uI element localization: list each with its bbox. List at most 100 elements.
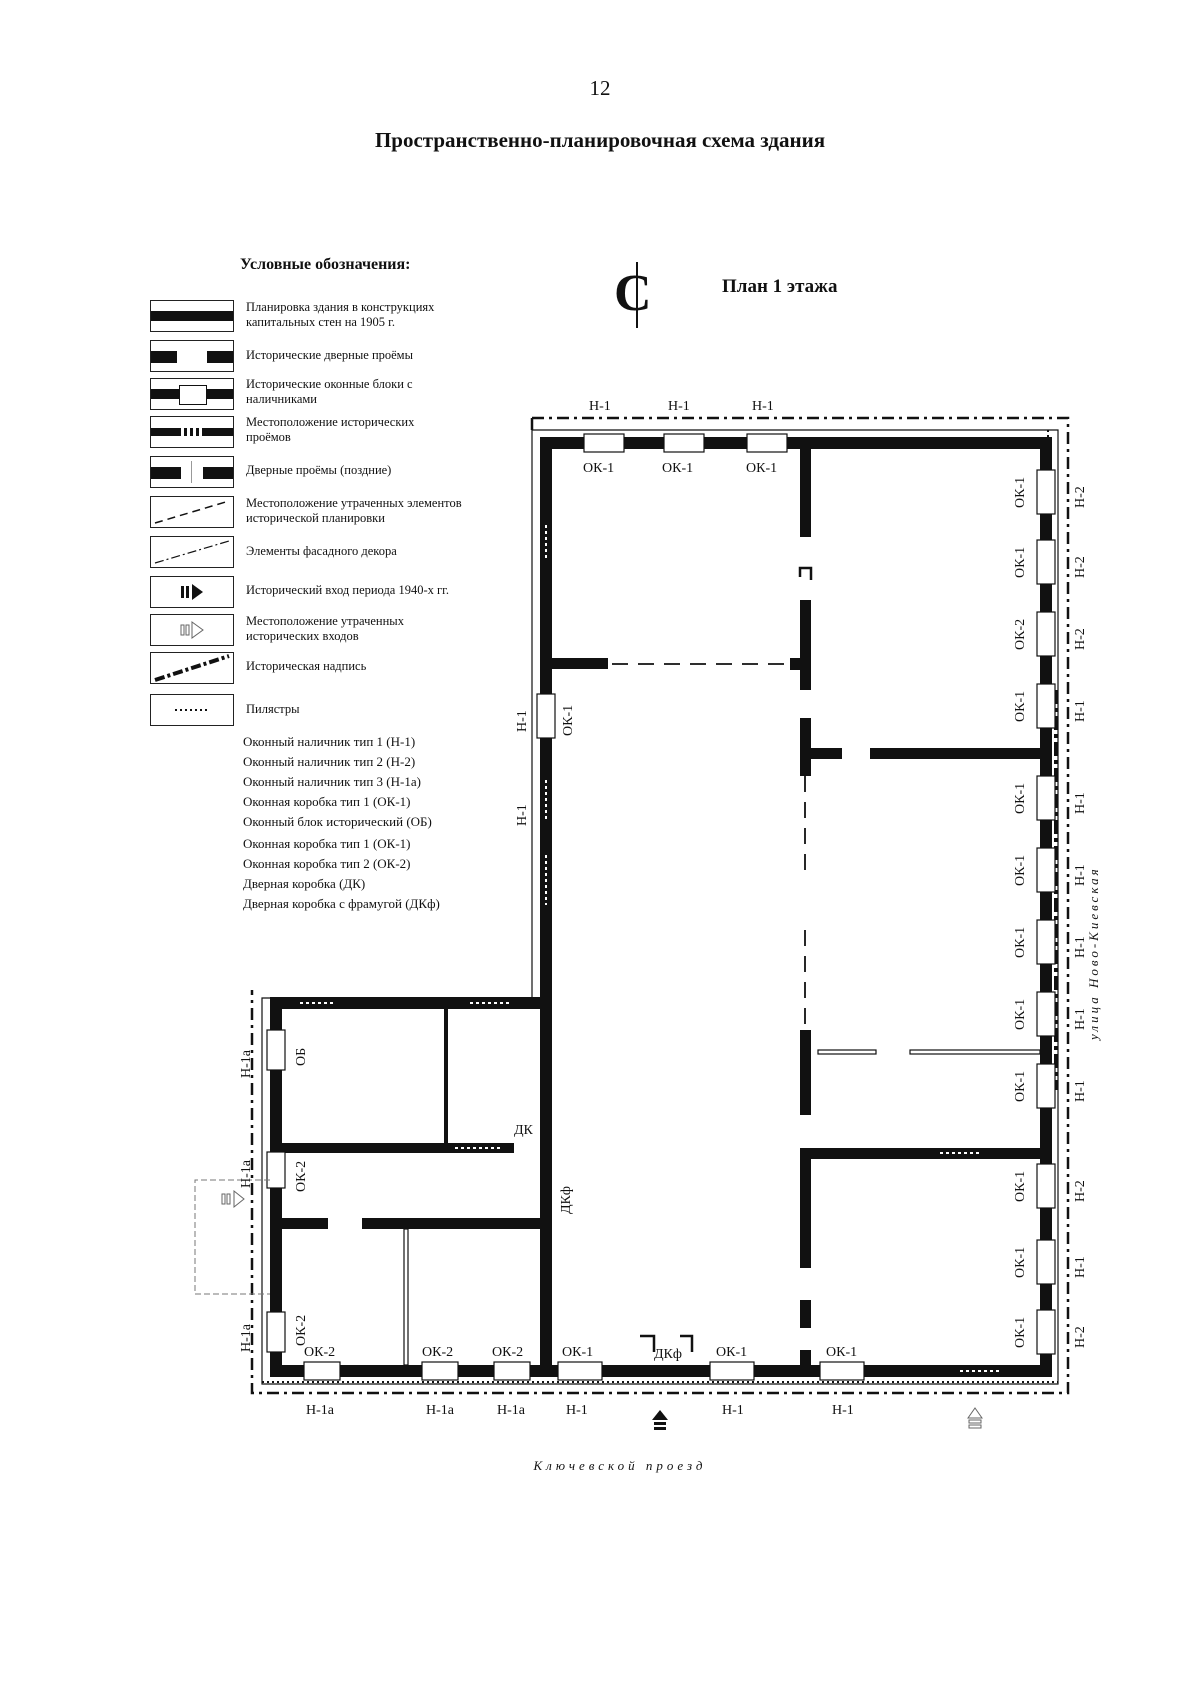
page-title: Пространственно-планировочная схема здан… bbox=[374, 128, 826, 152]
legend-symbol-door-gap bbox=[150, 340, 234, 372]
plan-title: План 1 этажа bbox=[722, 276, 838, 297]
abbreviation: Оконная коробка тип 1 (ОК-1) bbox=[243, 794, 411, 809]
label-trim: Н-1 bbox=[515, 804, 530, 826]
label-trim: Н-1 bbox=[566, 1403, 588, 1418]
label-trim: Н-1а bbox=[306, 1403, 335, 1418]
north-arrow-line bbox=[636, 262, 638, 328]
label-trim: Н-1 bbox=[1073, 864, 1088, 886]
label-door-frame-transom: ДКф bbox=[654, 1347, 682, 1362]
legend-text: Планировка здания в конструкциях капитал… bbox=[246, 300, 435, 329]
label-frame: ОК-1 bbox=[562, 1345, 593, 1360]
label-trim: Н-2 bbox=[1073, 1180, 1088, 1202]
legend-symbol-window-frame bbox=[150, 378, 234, 410]
label-frame: ОК-2 bbox=[492, 1345, 523, 1360]
label-trim: Н-1а bbox=[239, 1159, 254, 1188]
label-door-frame: ДК bbox=[514, 1123, 534, 1138]
label-frame: ОК-1 bbox=[1013, 1247, 1028, 1278]
label-trim: Н-1 bbox=[1073, 1256, 1088, 1278]
legend-text: Исторические оконные блоки с наличниками bbox=[246, 377, 413, 406]
label-trim: Н-1 bbox=[1073, 1080, 1088, 1102]
label-frame: ОК-1 bbox=[1013, 783, 1028, 814]
legend-symbol-dashed-opening bbox=[150, 416, 234, 448]
pilasters bbox=[262, 430, 1058, 1383]
abbreviation: Оконный наличник тип 2 (Н-2) bbox=[243, 754, 416, 769]
label-trim: Н-1 bbox=[1073, 792, 1088, 814]
legend-heading: Условные обозначения: bbox=[240, 256, 411, 273]
label-frame: ОК-1 bbox=[1013, 1317, 1028, 1348]
outer-line bbox=[261, 429, 1059, 1385]
label-trim: Н-2 bbox=[1073, 486, 1088, 508]
label-frame: ОК-2 bbox=[294, 1315, 309, 1346]
legend-text: Элементы фасадного декора bbox=[246, 544, 397, 558]
abbreviation: Дверная коробка (ДК) bbox=[243, 876, 366, 891]
legend-text: Дверные проёмы (поздние) bbox=[246, 463, 392, 477]
legend-text: Местоположение утраченных исторических в… bbox=[246, 614, 404, 643]
label-trim: Н-2 bbox=[1073, 556, 1088, 578]
legend-symbol-dash-dot-diagonal bbox=[150, 536, 234, 568]
abbreviation: Оконная коробка тип 2 (ОК-2) bbox=[243, 856, 411, 871]
label-frame: ОК-1 bbox=[1013, 855, 1028, 886]
entrance-arrow-outline-icon bbox=[221, 1189, 245, 1209]
label-trim: Н-1 bbox=[589, 399, 611, 414]
label-trim: Н-1 bbox=[668, 399, 690, 414]
label-frame: ОК-1 bbox=[1013, 1071, 1028, 1102]
label-trim: Н-1а bbox=[239, 1323, 254, 1352]
legend-symbol-dashed-diagonal bbox=[150, 496, 234, 528]
legend-symbol-dotted bbox=[150, 694, 234, 726]
label-trim: Н-1а bbox=[497, 1403, 526, 1418]
label-frame: ОК-1 bbox=[1013, 477, 1028, 508]
lost-planning-elements bbox=[612, 663, 806, 1030]
label-trim: Н-1а bbox=[239, 1049, 254, 1078]
abbreviation: Оконный наличник тип 1 (Н-1) bbox=[243, 734, 416, 749]
legend-text: Пилястры bbox=[246, 702, 300, 716]
legend-symbol-thick-wall bbox=[150, 300, 234, 332]
abbreviation: Дверная коробка с фрамугой (ДКф) bbox=[243, 896, 440, 911]
page-number: 12 bbox=[589, 76, 611, 100]
label-frame: ОК-1 bbox=[1013, 999, 1028, 1030]
legend-symbol-entrance-filled bbox=[150, 576, 234, 608]
legend-symbol-historic-inscription bbox=[150, 652, 234, 684]
abbreviation: Оконный блок исторический (ОБ) bbox=[243, 814, 432, 829]
capital-walls bbox=[270, 437, 1052, 1377]
label-trim: Н-1 bbox=[1073, 1008, 1088, 1030]
label-frame: ОК-1 bbox=[1013, 547, 1028, 578]
legend-text: Местоположение исторических проёмов bbox=[246, 415, 415, 444]
street-label-south: Ключевской проезд bbox=[533, 1458, 707, 1473]
window-frames bbox=[266, 433, 1056, 1381]
legend-symbol-entrance-outline bbox=[150, 614, 234, 646]
legend-text: Исторический вход периода 1940-х гг. bbox=[246, 583, 449, 597]
label-frame: ОК-2 bbox=[294, 1161, 309, 1192]
legend-symbol-late-door bbox=[150, 456, 234, 488]
label-frame: ОК-1 bbox=[746, 461, 777, 476]
label-trim: Н-1 bbox=[1073, 936, 1088, 958]
legend-text: Историческая надпись bbox=[246, 659, 367, 673]
label-frame: ОК-2 bbox=[1013, 619, 1028, 650]
label-frame: ОК-2 bbox=[422, 1345, 453, 1360]
historic-openings bbox=[300, 525, 1051, 1372]
label-frame: ОК-1 bbox=[662, 461, 693, 476]
label-trim: Н-1а bbox=[426, 1403, 455, 1418]
label-frame: ОК-1 bbox=[1013, 691, 1028, 722]
street-label-east: улица Ново-Киевская bbox=[1086, 866, 1101, 1040]
label-frame: ОК-1 bbox=[561, 705, 576, 736]
door-frame-brackets bbox=[640, 566, 813, 1352]
label-trim: Н-1 bbox=[722, 1403, 744, 1418]
label-trim: Н-2 bbox=[1073, 628, 1088, 650]
label-trim: Н-1 bbox=[515, 710, 530, 732]
facade-decor-outline bbox=[250, 416, 1070, 1395]
legend-text: Местоположение утраченных элементов исто… bbox=[246, 496, 462, 525]
legend-text: Исторические дверные проёмы bbox=[246, 348, 413, 362]
label-trim: Н-1 bbox=[1073, 700, 1088, 722]
abbreviation: Оконный наличник тип 3 (Н-1а) bbox=[243, 774, 421, 789]
label-frame: ОК-1 bbox=[826, 1345, 857, 1360]
label-frame: ОК-2 bbox=[304, 1345, 335, 1360]
label-trim: Н-1 bbox=[832, 1403, 854, 1418]
label-frame: ОБ bbox=[294, 1048, 309, 1066]
label-trim: Н-2 bbox=[1073, 1326, 1088, 1348]
label-trim: Н-1 bbox=[752, 399, 774, 414]
lost-entrance-arrow-icon bbox=[967, 1407, 983, 1429]
label-frame: ОК-1 bbox=[716, 1345, 747, 1360]
abbreviation: Оконная коробка тип 1 (ОК-1) bbox=[243, 836, 411, 851]
label-frame: ОК-1 bbox=[583, 461, 614, 476]
